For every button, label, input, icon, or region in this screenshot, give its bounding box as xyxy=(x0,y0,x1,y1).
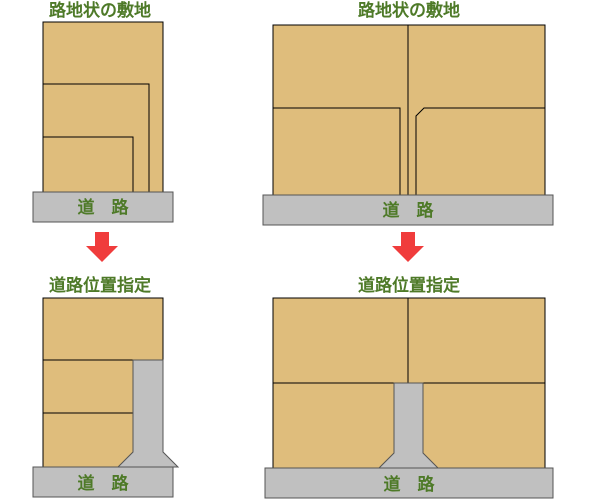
top-right-right-lot-boundary xyxy=(415,107,545,195)
bottom-left-road xyxy=(32,466,174,498)
top-right-road xyxy=(262,194,554,226)
bottom-right-panel: 道路位置指定 道 路 xyxy=(264,275,554,499)
top-left-flag-lot-2 xyxy=(43,136,134,192)
top-left-road xyxy=(32,191,174,223)
top-left-panel: 路地状の敷地 道 路 xyxy=(32,0,174,223)
top-left-flag-lot-1 xyxy=(43,83,150,192)
bottom-left-panel: 道路位置指定 道 路 xyxy=(32,275,180,498)
top-right-left-lot-boundary xyxy=(273,107,401,195)
bottom-left-title: 道路位置指定 xyxy=(49,275,151,296)
top-right-road-label: 道 路 xyxy=(383,200,435,221)
top-left-title: 路地状の敷地 xyxy=(49,0,151,21)
bottom-left-private-road xyxy=(116,359,180,468)
top-left-lot xyxy=(42,21,164,193)
top-left-road-label: 道 路 xyxy=(78,197,130,218)
bottom-left-road-label: 道 路 xyxy=(78,473,130,494)
bottom-right-road-label: 道 路 xyxy=(384,474,436,495)
top-right-title: 路地状の敷地 xyxy=(358,0,460,21)
top-right-lot xyxy=(272,24,546,196)
right-arrow-icon xyxy=(392,232,424,262)
bottom-right-road xyxy=(264,467,554,499)
top-right-panel: 路地状の敷地 道 路 xyxy=(262,0,554,226)
bottom-right-title: 道路位置指定 xyxy=(358,275,460,296)
left-arrow-icon xyxy=(86,232,118,262)
